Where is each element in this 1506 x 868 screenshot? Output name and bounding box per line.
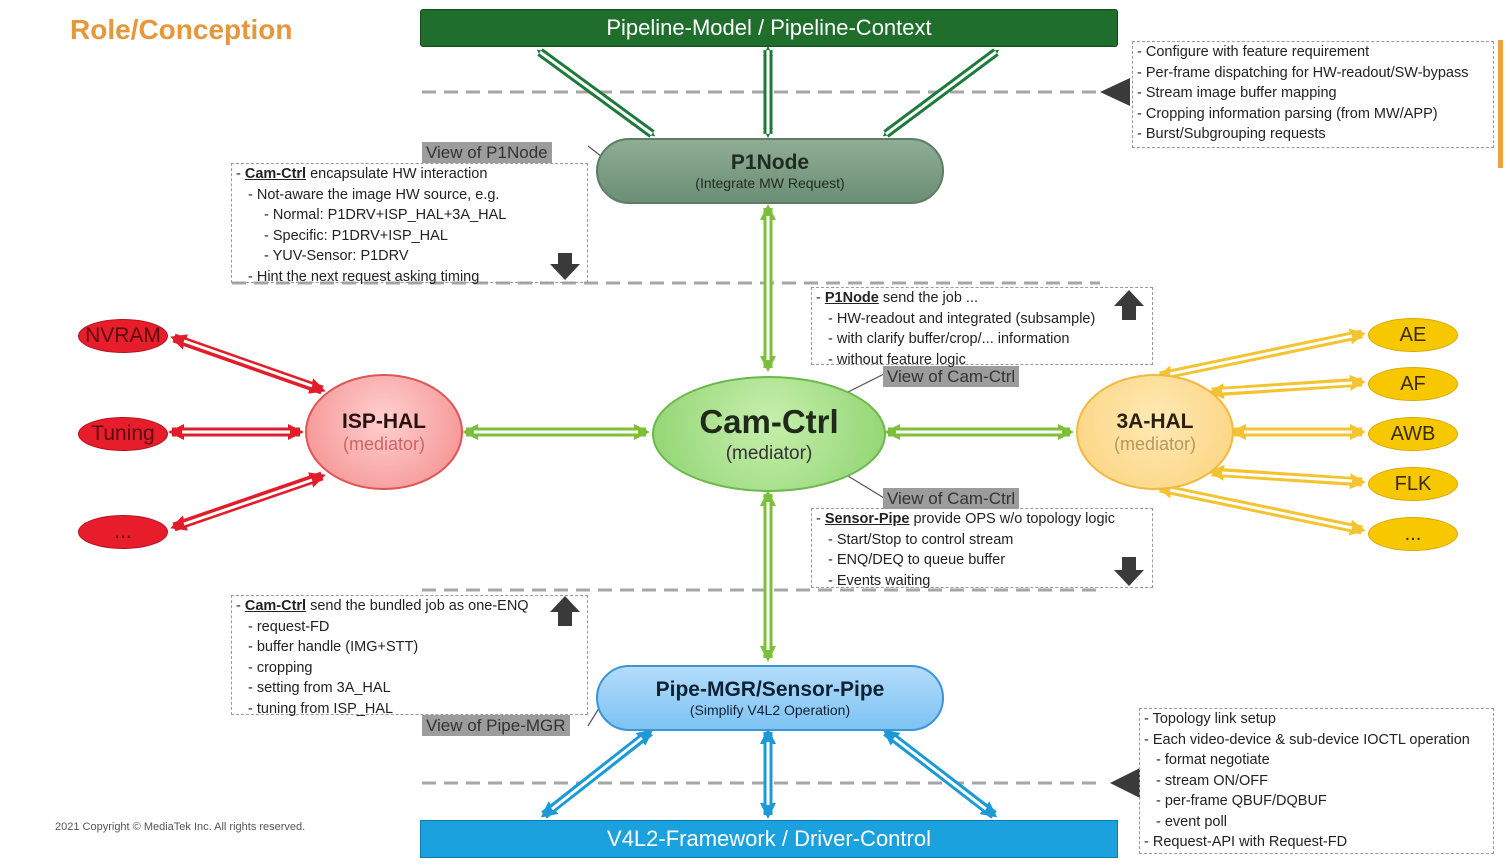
left-pointer-icon-top	[1100, 78, 1130, 106]
arrow-3ahal-flk	[1208, 464, 1366, 490]
note-line: - Cropping information parsing (from MW/…	[1137, 105, 1438, 122]
up-arrow-icon-camctrl	[1114, 290, 1144, 320]
p1node-view-notes: - Cam-Ctrl encapsulate HW interaction - …	[231, 163, 588, 285]
arrow-3ahal-more	[1156, 482, 1366, 536]
view-camctrl-tag-2: View of Cam-Ctrl	[883, 488, 1020, 509]
isphal-node: ISP-HAL (mediator)	[305, 374, 463, 490]
note-heading: - Cam-Ctrl send the bundled job as one-E…	[236, 598, 529, 614]
note-line: - Events waiting	[828, 572, 931, 589]
note-line: - buffer handle (IMG+STT)	[248, 639, 419, 655]
note-line: - without feature logic	[828, 351, 966, 368]
arrow-isphal-nvram	[170, 333, 326, 395]
arrow-3ahal-ae	[1156, 328, 1366, 382]
pipeline-notes: - Configure with feature requirement - P…	[1132, 41, 1494, 148]
camctrl-subtitle: (mediator)	[725, 443, 813, 464]
note-line: - ENQ/DEQ to queue buffer	[828, 552, 1006, 568]
hal3a-subtitle: (mediator)	[1113, 433, 1197, 454]
camctrl-node: Cam-Ctrl (mediator)	[652, 376, 886, 492]
camctrl-title: Cam-Ctrl	[699, 403, 839, 440]
v4l2-framework-bar: V4L2-Framework / Driver-Control	[420, 820, 1118, 858]
note-line: - cropping	[248, 659, 313, 676]
note-line: - HW-readout and integrated (subsample)	[828, 310, 1096, 327]
up-arrow-icon-pipemgr	[550, 596, 580, 626]
nvram-node: NVRAM	[78, 319, 168, 353]
accent-bar	[1498, 40, 1503, 168]
note-line: - Normal: P1DRV+ISP_HAL+3A_HAL	[264, 207, 507, 223]
hal3a-title: 3A-HAL	[1116, 409, 1194, 433]
tuning-node: Tuning	[78, 417, 168, 451]
pipemgr-node: Pipe-MGR/Sensor-Pipe (Simplify V4L2 Oper…	[596, 665, 944, 731]
note-text: send the bundled job as one-ENQ	[306, 598, 529, 614]
camctrl-view-notes-2: - Sensor-Pipe provide OPS w/o topology l…	[811, 508, 1153, 589]
note-line: - Start/Stop to control stream	[828, 531, 1014, 548]
arrow-3ahal-af	[1208, 374, 1366, 400]
p1node-subtitle: (Integrate MW Request)	[695, 175, 845, 191]
note-line: - Hint the next request asking timing	[248, 268, 480, 285]
arrow-isphal-more	[170, 471, 326, 532]
note-keyword: Cam-Ctrl	[244, 598, 307, 614]
down-arrow-icon-camctrl	[1114, 557, 1144, 586]
note-line: - Each video-device & sub-device IOCTL o…	[1144, 731, 1470, 748]
note-line: - with clarify buffer/crop/... informati…	[828, 331, 1070, 347]
v4l2-notes: - Topology link setup - Each video-devic…	[1139, 708, 1494, 854]
note-keyword: Cam-Ctrl	[244, 166, 307, 182]
pipemgr-title: Pipe-MGR/Sensor-Pipe	[655, 678, 885, 701]
note-line: - per-frame QBUF/DQBUF	[1156, 793, 1327, 809]
isphal-subtitle: (mediator)	[342, 433, 426, 454]
leader-camctrl-2	[847, 475, 885, 499]
isp-more-node: ...	[78, 515, 168, 549]
flk-node: FLK	[1368, 467, 1458, 501]
note-heading: - Cam-Ctrl encapsulate HW interaction	[236, 166, 488, 182]
ae-node: AE	[1368, 318, 1458, 352]
note-line: - Topology link setup	[1144, 711, 1276, 727]
isphal-title: ISP-HAL	[342, 409, 426, 433]
pipeline-model-bar: Pipeline-Model / Pipeline-Context	[420, 9, 1118, 47]
view-pipemgr-tag: View of Pipe-MGR	[422, 715, 570, 736]
note-line: - Per-frame dispatching for HW-readout/S…	[1137, 64, 1469, 81]
note-keyword: Sensor-Pipe	[824, 511, 910, 527]
note-line: - event poll	[1156, 813, 1227, 830]
awb-node: AWB	[1368, 417, 1458, 451]
left-pointer-icon-bottom	[1110, 768, 1140, 798]
note-line: - Burst/Subgrouping requests	[1137, 126, 1326, 142]
view-p1node-tag: View of P1Node	[422, 142, 552, 163]
p1node-title: P1Node	[730, 151, 810, 174]
pipemgr-subtitle: (Simplify V4L2 Operation)	[689, 702, 851, 718]
note-line: - YUV-Sensor: P1DRV	[264, 248, 409, 264]
note-heading: - P1Node send the job ...	[816, 290, 979, 306]
note-line: - setting from 3A_HAL	[248, 680, 391, 696]
arrow-pipemgr-v4l2	[540, 728, 998, 819]
camctrl-view-notes-1: - P1Node send the job ... - HW-readout a…	[811, 287, 1153, 368]
copyright-text: 2021 Copyright © MediaTek Inc. All right…	[55, 821, 306, 833]
note-line: - tuning from ISP_HAL	[248, 700, 394, 717]
note-text: send the job ...	[878, 290, 979, 306]
note-line: - Not-aware the image HW source, e.g.	[248, 186, 500, 203]
note-line: - format negotiate	[1156, 752, 1270, 768]
note-text: encapsulate HW interaction	[306, 166, 488, 182]
note-line: - Configure with feature requirement	[1137, 44, 1370, 60]
note-keyword: P1Node	[824, 290, 879, 306]
p1node: P1Node (Integrate MW Request)	[596, 138, 944, 204]
3a-more-node: ...	[1368, 517, 1458, 551]
note-line: - Stream image buffer mapping	[1137, 85, 1337, 101]
note-line: - Request-API with Request-FD	[1144, 834, 1348, 850]
note-text: provide OPS w/o topology logic	[909, 511, 1115, 527]
af-node: AF	[1368, 367, 1458, 401]
note-heading: - Sensor-Pipe provide OPS w/o topology l…	[816, 511, 1115, 527]
note-line: - stream ON/OFF	[1156, 772, 1268, 789]
pipemgr-view-notes: - Cam-Ctrl send the bundled job as one-E…	[231, 595, 588, 717]
leader-camctrl-1	[847, 373, 885, 393]
note-line: - request-FD	[248, 618, 330, 635]
hal3a-node: 3A-HAL (mediator)	[1076, 374, 1234, 490]
down-arrow-icon-p1	[550, 253, 580, 280]
note-line: - Specific: P1DRV+ISP_HAL	[264, 227, 448, 244]
arrow-pipeline-p1node	[536, 46, 1000, 138]
page-title: Role/Conception	[70, 14, 293, 45]
view-camctrl-tag-1: View of Cam-Ctrl	[883, 366, 1020, 387]
